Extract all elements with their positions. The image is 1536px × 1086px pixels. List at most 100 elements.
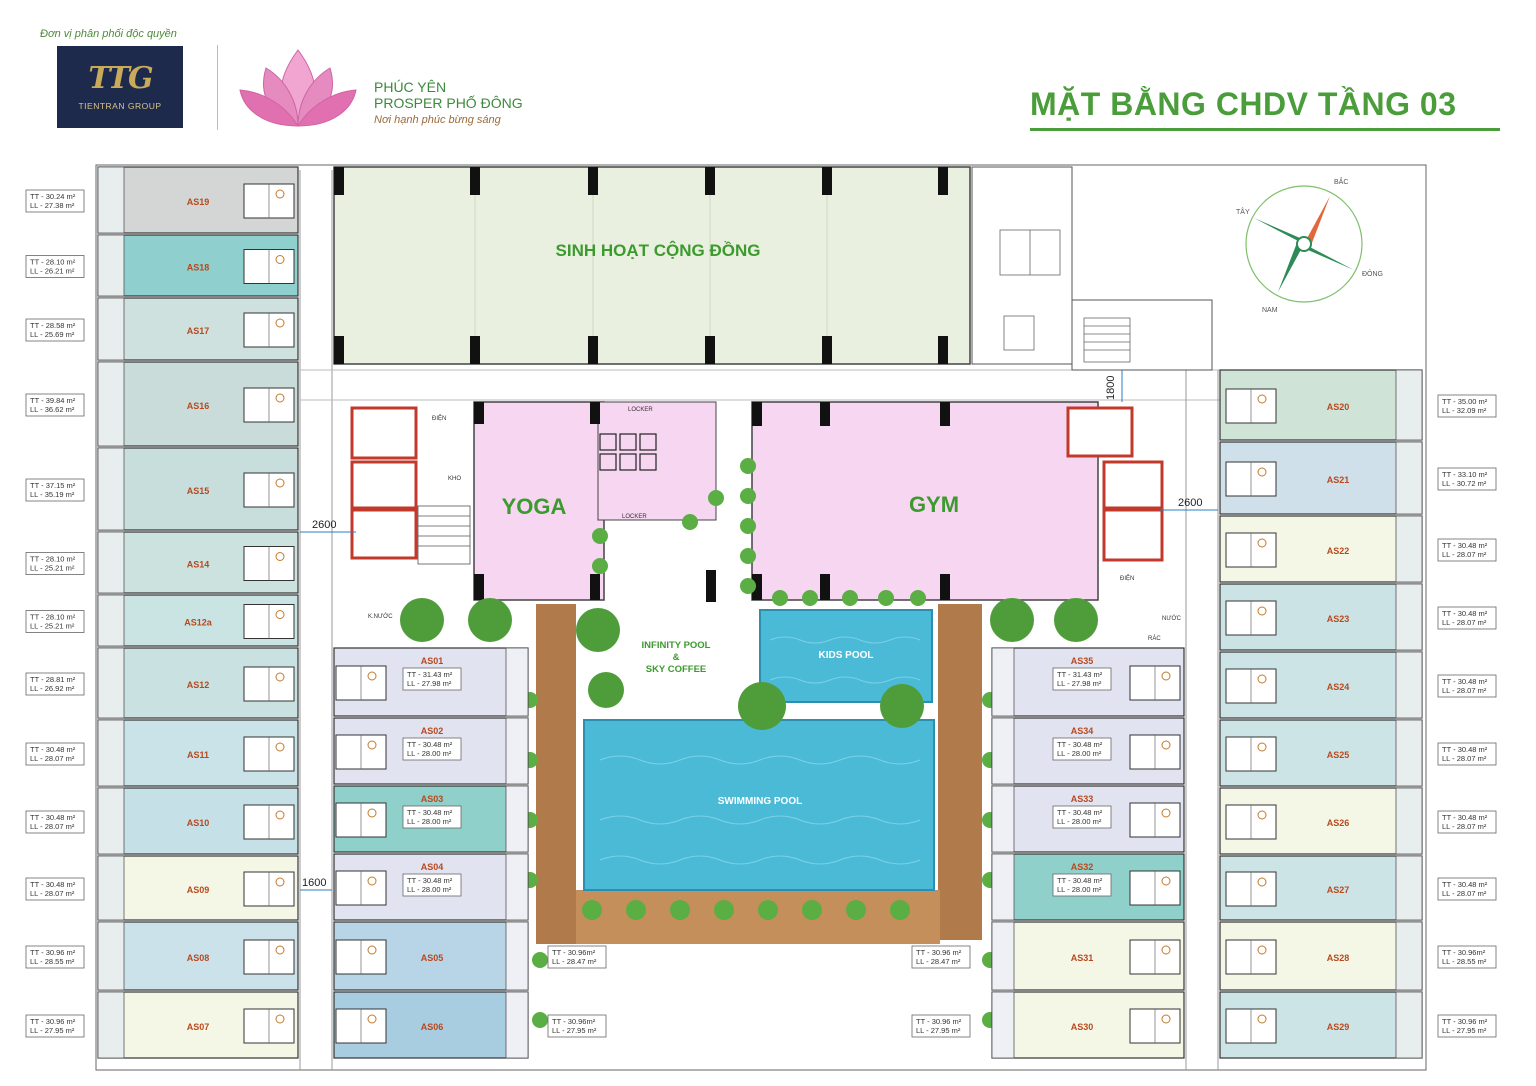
- unit-balcony: [97, 594, 125, 647]
- unit-area-ll: LL - 25.21 m²: [30, 564, 75, 573]
- unit-area-box: [547, 945, 607, 969]
- compass-south: NAM: [1262, 307, 1278, 314]
- dien-left-label: ĐIỆN: [432, 414, 446, 422]
- compass-west: TÂY: [1236, 207, 1250, 216]
- unit-area-box: [1437, 606, 1497, 630]
- palm-trees: [400, 598, 1098, 730]
- unit-area-ll: LL - 27.38 m²: [30, 201, 75, 210]
- unit-area-tt: TT - 30.48 m²: [1442, 813, 1488, 822]
- brand-tagline: Nơi hạnh phúc bừng sáng: [374, 114, 501, 126]
- dim-right-corridor: 2600: [1178, 497, 1202, 509]
- unit-balcony: [991, 991, 1015, 1059]
- unit-balcony: [505, 853, 529, 921]
- unit-balcony: [97, 447, 125, 531]
- dim-left-corridor: 2600: [312, 519, 336, 531]
- ttg-logo: TTG TIENTRAN GROUP: [57, 46, 183, 128]
- unit-area-ll: LL - 28.00 m²: [1057, 817, 1102, 826]
- unit-label: AS31: [1071, 953, 1094, 963]
- unit-label: AS30: [1071, 1022, 1094, 1032]
- toilet-icon: [275, 672, 285, 682]
- toilet-icon: [1161, 740, 1171, 750]
- toilet-icon: [275, 393, 285, 403]
- unit-area-ll: LL - 27.95 m²: [1442, 1026, 1487, 1035]
- unit-area-box: [25, 610, 85, 633]
- swimming-pool-label: SWIMMING POOL: [718, 796, 802, 807]
- unit-area-tt: TT - 30.48 m²: [407, 740, 453, 749]
- unit-area-box: [25, 255, 85, 278]
- unit-area-tt: TT - 28.10 m²: [30, 258, 76, 267]
- toilet-icon: [1257, 674, 1267, 684]
- unit-area-ll: LL - 27.95 m²: [552, 1026, 597, 1035]
- toilet-icon: [367, 876, 377, 886]
- unit-area-ll: LL - 28.55 m²: [30, 957, 75, 966]
- unit-label: AS08: [187, 953, 210, 963]
- community-label: SINH HOẠT CỘNG ĐỒNG: [556, 241, 761, 260]
- unit-label: AS34: [1071, 726, 1094, 736]
- dim-left-lower: 1600: [302, 877, 326, 889]
- unit-label: AS07: [187, 1022, 210, 1032]
- lotus-logo-icon: [239, 49, 357, 127]
- unit-area-tt: TT - 31.43 m²: [407, 670, 453, 679]
- unit-label: AS17: [187, 326, 210, 336]
- locker-stalls: [599, 433, 657, 471]
- yoga-columns: [474, 402, 716, 602]
- unit-room: [97, 719, 299, 787]
- unit-balcony: [505, 785, 529, 853]
- unit-area-ll: LL - 28.55 m²: [1442, 957, 1487, 966]
- unit-area-box: [1437, 1014, 1497, 1038]
- unit-area-ll: LL - 28.07 m²: [30, 889, 75, 898]
- toilet-icon: [367, 740, 377, 750]
- toilet-icon: [1257, 877, 1267, 887]
- unit-label: AS18: [187, 263, 210, 273]
- unit-area-box: [25, 478, 85, 502]
- stair-block-right: [1071, 299, 1213, 371]
- unit-balcony: [97, 787, 125, 855]
- unit-area-tt: TT - 28.81 m²: [30, 675, 76, 684]
- toilet-icon: [1161, 876, 1171, 886]
- unit-area-box: [402, 873, 462, 897]
- unit-area-tt: TT - 30.48 m²: [1442, 609, 1488, 618]
- toilet-icon: [367, 808, 377, 818]
- unit-area-ll: LL - 27.95 m²: [30, 1026, 75, 1035]
- unit-label: AS03: [421, 794, 444, 804]
- compass-north: BẮC: [1334, 177, 1348, 186]
- unit-area-box: [547, 1014, 607, 1038]
- kids-pool-label: KIDS POOL: [818, 650, 873, 661]
